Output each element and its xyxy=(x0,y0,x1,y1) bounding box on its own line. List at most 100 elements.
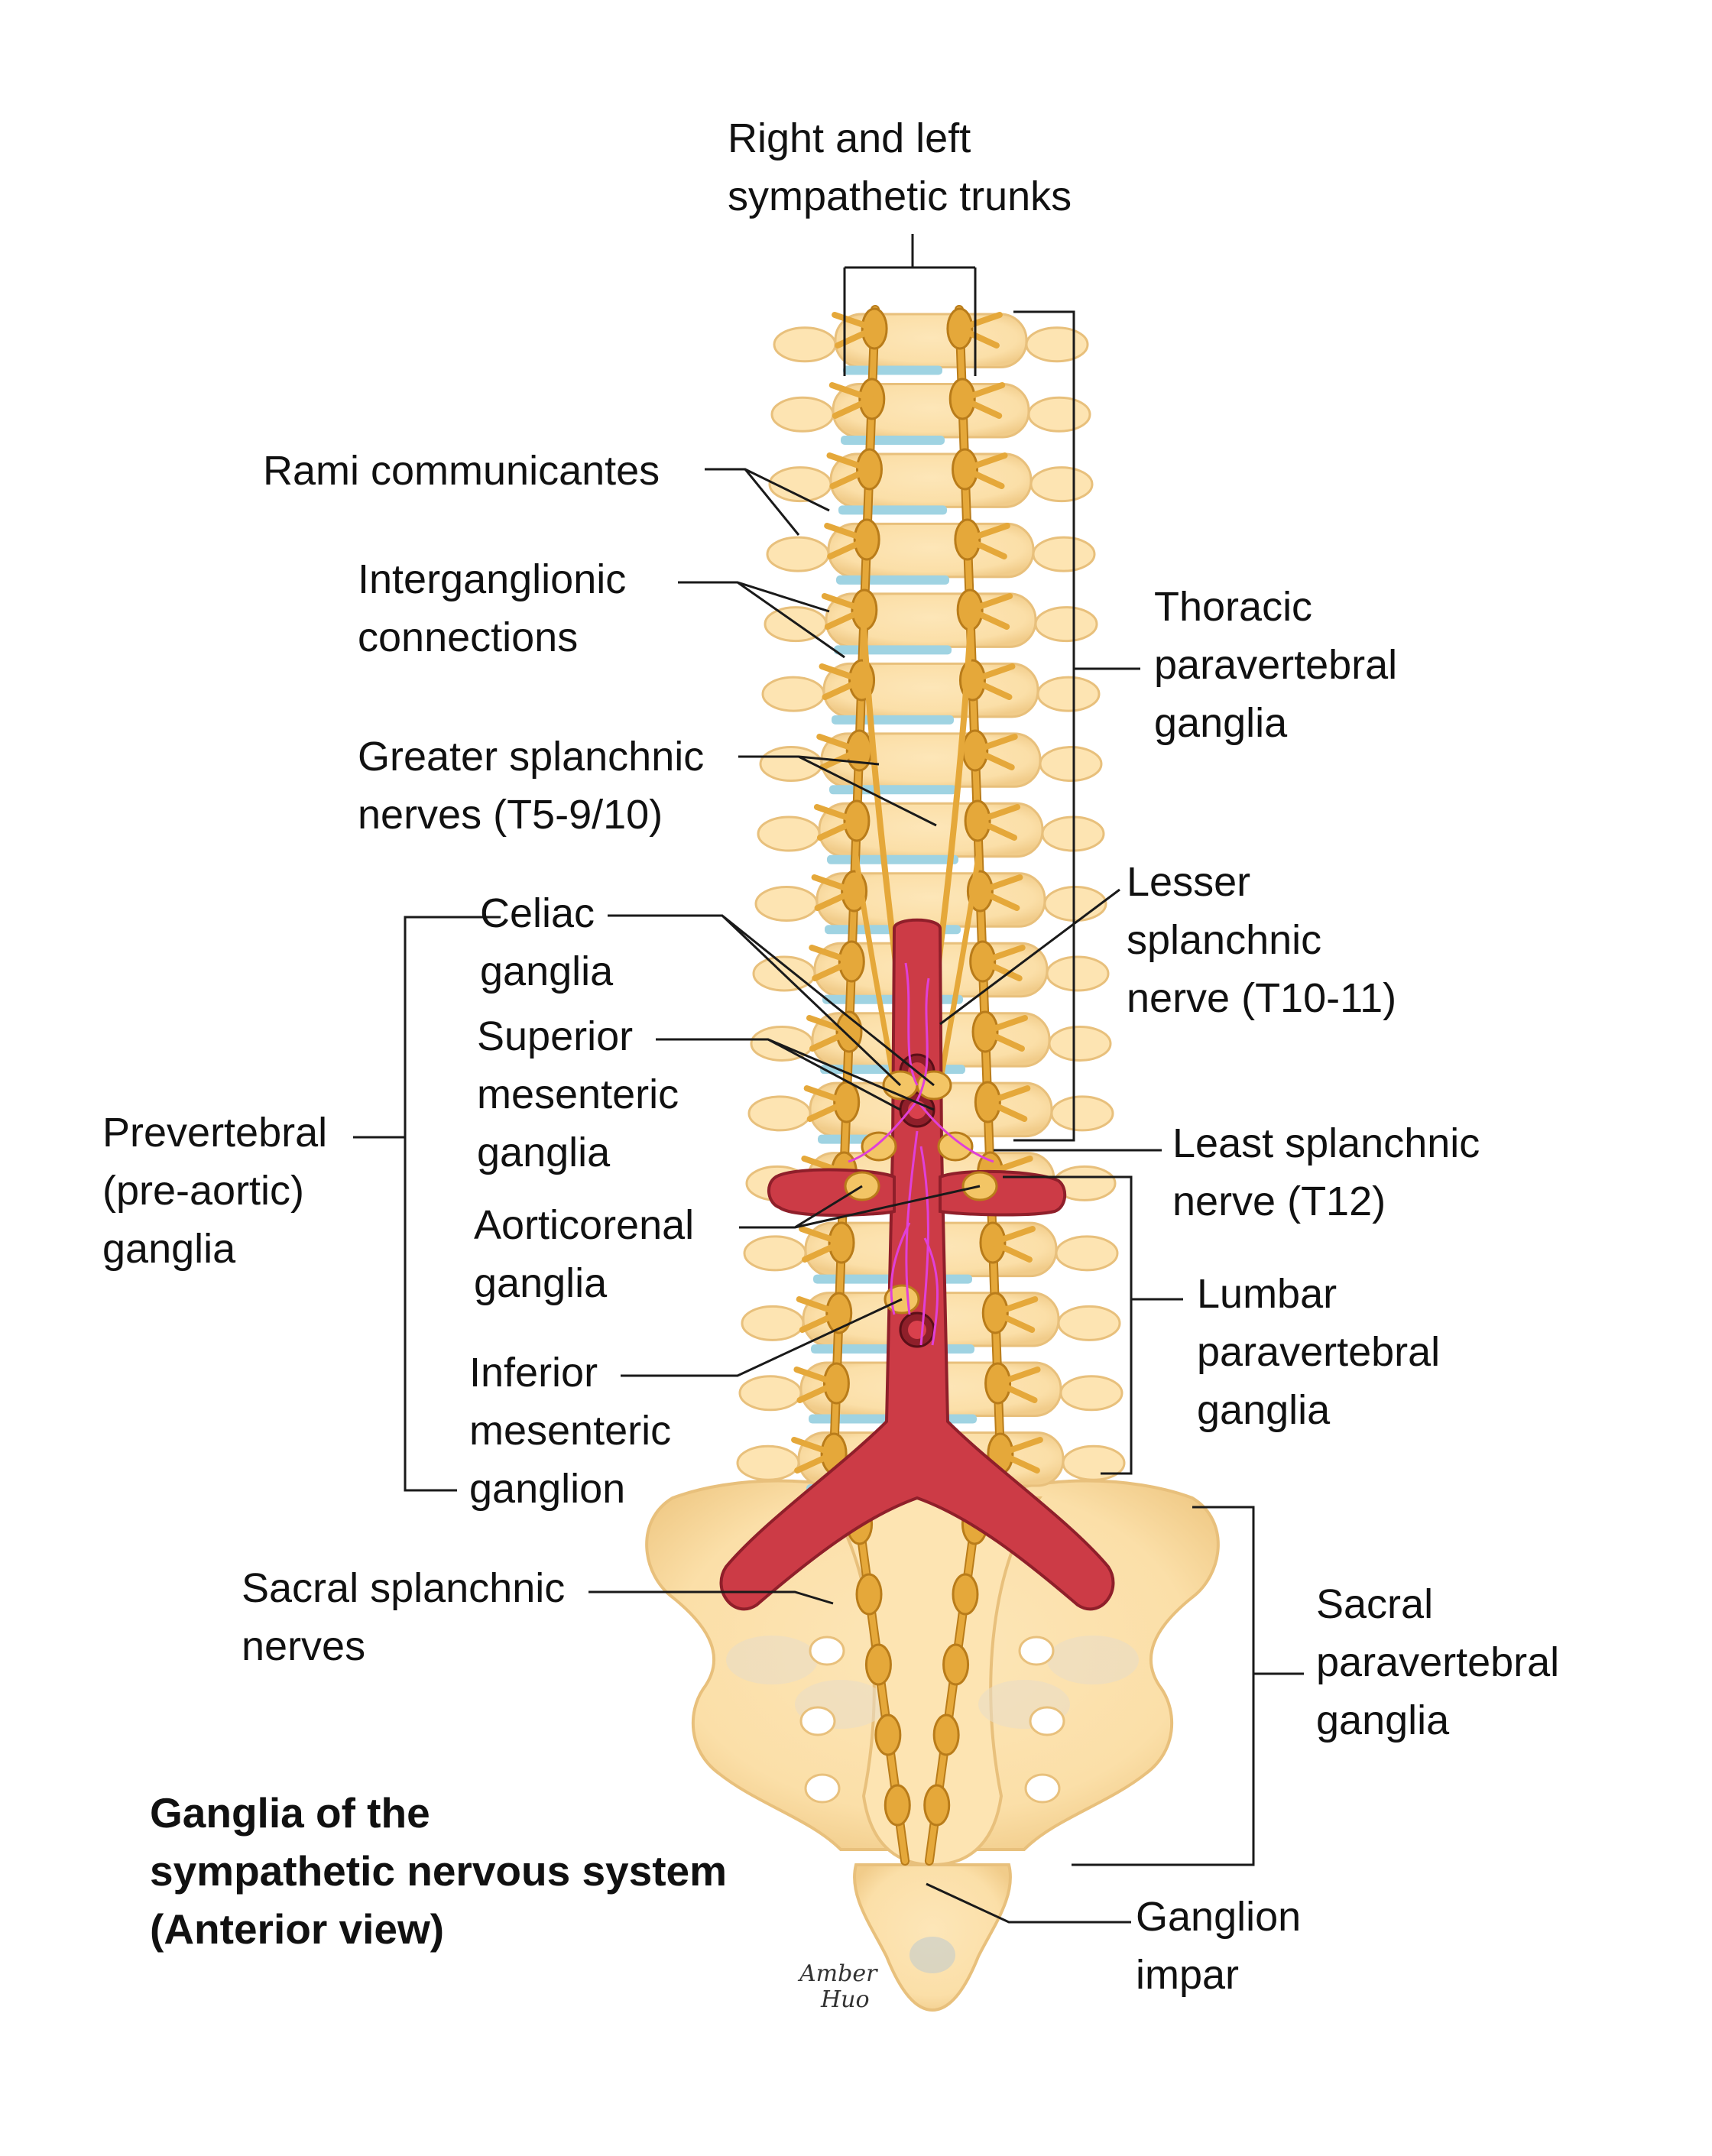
bracket-thoracic-paravertebral xyxy=(1013,310,1140,1142)
bracket-sympathetic-trunks xyxy=(843,234,977,376)
leader-rami-communicantes xyxy=(705,468,830,536)
plexus-fiber xyxy=(923,1237,939,1346)
paravertebral-ganglion xyxy=(952,1573,979,1616)
ramus-communicans xyxy=(961,452,1008,489)
ramus-communicans xyxy=(974,804,1021,841)
ramus-communicans xyxy=(997,1437,1043,1474)
transverse-process xyxy=(757,815,821,852)
plexus-fiber xyxy=(848,1100,919,1163)
ramus-communicans xyxy=(969,663,1016,700)
sacral-foramen xyxy=(1029,1706,1065,1736)
transverse-process xyxy=(1027,396,1091,433)
intervertebral-disc xyxy=(836,575,949,585)
label-prevertebral-ganglia: Prevertebral(pre-aortic)ganglia xyxy=(102,1110,328,1272)
intervertebral-disc xyxy=(843,365,942,375)
paravertebral-ganglion xyxy=(874,1713,902,1756)
pelvis-shading xyxy=(1047,1636,1139,1684)
bracket-prevertebral xyxy=(353,916,501,1492)
sacral-foramen xyxy=(799,1706,836,1736)
leader-aorticorenal xyxy=(739,1185,981,1229)
ramus-communicans xyxy=(979,945,1026,981)
ramus-communicans xyxy=(992,1296,1039,1333)
ramus-communicans xyxy=(828,382,875,419)
ramus-communicans xyxy=(791,1437,838,1474)
paravertebral-ganglion xyxy=(855,1573,883,1616)
transverse-process xyxy=(761,676,825,712)
transverse-process xyxy=(738,1375,802,1412)
ramus-communicans xyxy=(813,804,860,841)
plexus-fiber xyxy=(904,962,919,1086)
ramus-communicans xyxy=(971,734,1018,770)
plexus-fiber xyxy=(916,1100,994,1163)
bracket-sacral-paravertebral xyxy=(1072,1506,1304,1866)
ramus-communicans xyxy=(977,874,1023,911)
transverse-process xyxy=(1055,1235,1119,1272)
prevertebral-ganglion xyxy=(861,1131,897,1162)
transverse-process xyxy=(1036,676,1101,712)
plexus-fiber xyxy=(919,1146,929,1346)
plexus-fiber xyxy=(916,977,930,1101)
ramus-communicans xyxy=(994,1367,1041,1403)
transverse-process xyxy=(1048,1025,1112,1062)
ramus-communicans xyxy=(967,593,1013,630)
transverse-process xyxy=(1059,1375,1124,1412)
transverse-process xyxy=(736,1444,800,1481)
paravertebral-ganglion xyxy=(884,1784,911,1827)
intervertebral-disc xyxy=(834,645,952,655)
ramus-communicans xyxy=(809,945,855,981)
leader-lines xyxy=(353,234,1304,1924)
ramus-communicans xyxy=(793,1367,840,1403)
transverse-process xyxy=(1025,326,1089,363)
transverse-process xyxy=(1039,746,1103,783)
leader-greater-splanchnic xyxy=(738,755,937,827)
ramus-communicans xyxy=(984,1085,1031,1122)
label-rami-communicantes: Rami communicantes xyxy=(263,448,660,494)
prevertebral-ganglion xyxy=(937,1131,974,1162)
sacral-foramen xyxy=(1018,1636,1055,1666)
ramus-communicans xyxy=(796,1296,842,1333)
ramus-communicans xyxy=(824,523,871,559)
transverse-process xyxy=(770,396,835,433)
transverse-process xyxy=(1062,1444,1126,1481)
leader-sacral-splanchnic xyxy=(588,1590,834,1605)
sacral-foramen xyxy=(804,1773,841,1804)
coccyx-shading xyxy=(909,1937,955,1973)
intervertebral-disc xyxy=(827,854,958,864)
transverse-process xyxy=(1057,1305,1121,1341)
ramus-communicans xyxy=(964,523,1010,559)
intervertebral-disc xyxy=(829,785,956,795)
paravertebral-ganglion xyxy=(942,1643,970,1686)
ramus-communicans xyxy=(982,1015,1029,1052)
sacral-foramen xyxy=(1024,1773,1061,1804)
transverse-process xyxy=(743,1235,807,1272)
ramus-communicans xyxy=(816,734,863,770)
plexus-fiber xyxy=(905,1130,919,1315)
transverse-process xyxy=(1043,886,1107,922)
ramus-communicans xyxy=(956,312,1003,349)
abdominal-aorta xyxy=(719,918,1115,1611)
ramus-communicans xyxy=(799,1226,845,1263)
intervertebral-disc xyxy=(838,505,947,515)
ramus-communicans xyxy=(826,452,873,489)
ramus-communicans xyxy=(819,663,865,700)
transverse-process xyxy=(747,1095,812,1132)
leader-celiac-ganglia xyxy=(608,914,935,1087)
bracket-lumbar-paravertebral xyxy=(1003,1175,1183,1475)
ramus-communicans xyxy=(959,382,1006,419)
